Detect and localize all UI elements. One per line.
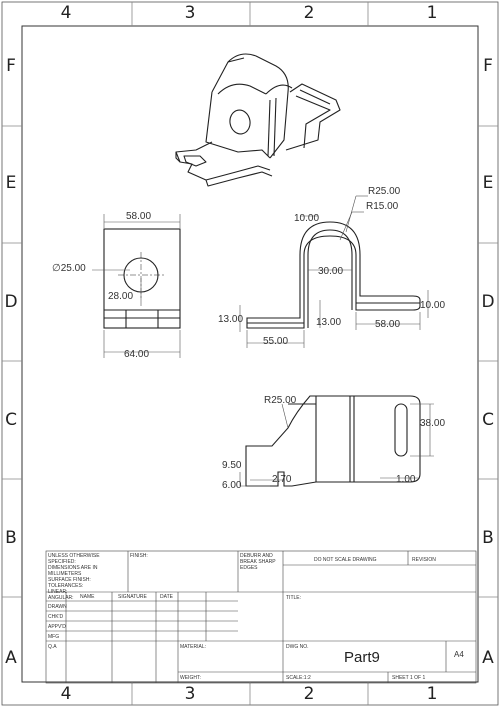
sheet-size: A4 — [454, 650, 464, 659]
row-mfg-label: MFG — [48, 634, 60, 640]
dim-side-mid-height: 13.00 — [316, 317, 342, 328]
dim-side-r15: R15.00 — [366, 201, 399, 212]
row-appvd-label: APPV'D — [48, 624, 66, 630]
col-signature-header: SIGNATURE — [118, 594, 147, 600]
top-view — [245, 395, 421, 487]
dim-side-left-flange: 55.00 — [263, 336, 289, 347]
dim-hole-height: 28.00 — [108, 291, 134, 302]
side-view — [246, 221, 421, 329]
zone-row-f-right: F — [483, 56, 493, 76]
part-name: Part9 — [344, 649, 380, 666]
zone-row-b-right: B — [482, 528, 494, 548]
dim-side-thickness: 10.00 — [294, 213, 320, 224]
zone-row-a-right: A — [482, 648, 494, 668]
tolerances-note: UNLESS OTHERWISE SPECIFIED: DIMENSIONS A… — [48, 553, 100, 601]
col-date-header: DATE — [160, 594, 173, 600]
zone-row-e-right: E — [482, 173, 494, 193]
scale-label: SCALE:1:2 — [286, 675, 311, 681]
deburr-note: DEBURR AND BREAK SHARP EDGES — [240, 553, 276, 571]
zone-col-2-bottom: 2 — [303, 684, 315, 704]
finish-label: FINISH: — [130, 553, 148, 559]
front-view — [103, 228, 181, 329]
dim-front-width: 58.00 — [126, 211, 152, 222]
zone-col-3-top: 3 — [184, 3, 196, 23]
zone-col-4-bottom: 4 — [60, 684, 72, 704]
sheet-label: SHEET 1 OF 1 — [392, 675, 426, 681]
zone-row-a-left: A — [5, 648, 17, 668]
material-label: MATERIAL: — [180, 644, 207, 650]
zone-row-d-right: D — [481, 292, 495, 312]
do-not-scale-note: DO NOT SCALE DRAWING — [314, 557, 377, 563]
side-view-dimensions — [239, 195, 429, 348]
revision-label: REVISION — [412, 557, 436, 563]
zone-row-c-left: C — [5, 410, 17, 430]
dim-side-right-flange: 58.00 — [375, 319, 401, 330]
zone-row-d-left: D — [4, 292, 18, 312]
zone-row-e-left: E — [5, 173, 17, 193]
zone-col-1-top: 1 — [426, 3, 438, 23]
isometric-view — [175, 53, 341, 187]
title-block — [45, 550, 477, 684]
dim-side-right-height: 10.00 — [420, 300, 446, 311]
row-qa-label: Q.A — [48, 644, 57, 650]
weight-label: WEIGHT: — [180, 675, 201, 681]
row-drawn-label: DRAWN — [48, 604, 67, 610]
dim-slot-width: 1.00 — [396, 474, 416, 485]
dim-side-r25: R25.00 — [368, 186, 401, 197]
zone-row-b-left: B — [5, 528, 17, 548]
top-view-dimensions — [239, 403, 434, 487]
row-chkd-label: CHK'D — [48, 614, 64, 620]
dim-side-left-height: 13.00 — [218, 314, 244, 325]
dim-side-inner-width: 30.00 — [318, 266, 344, 277]
dim-notch-width: 2.70 — [272, 474, 292, 485]
dim-slot-length: 38.00 — [420, 418, 446, 429]
zone-col-2-top: 2 — [303, 3, 315, 23]
zone-col-1-bottom: 1 — [426, 684, 438, 704]
dim-notch-height: 9.50 — [222, 460, 242, 471]
zone-col-4-top: 4 — [60, 3, 72, 23]
dim-notch-offset: 6.00 — [222, 480, 242, 491]
zone-row-c-right: C — [482, 410, 494, 430]
col-name-header: NAME — [80, 594, 95, 600]
front-view-dimensions — [92, 214, 181, 358]
dim-top-r25: R25.00 — [264, 395, 297, 406]
dim-hole-diameter: ∅25.00 — [52, 263, 86, 274]
title-label: TITLE: — [286, 595, 302, 601]
dim-front-total-width: 64.00 — [124, 349, 150, 360]
dwg-no-label: DWG NO. — [286, 644, 309, 650]
zone-col-3-bottom: 3 — [184, 684, 196, 704]
zone-row-f-left: F — [6, 56, 16, 76]
